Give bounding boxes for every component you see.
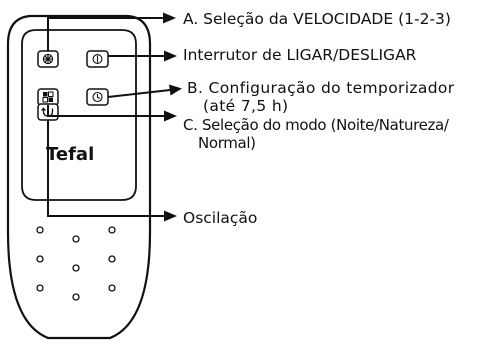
leader-speed (47, 17, 164, 51)
callout-oscillation: Oscilação (183, 209, 258, 227)
dot (108, 284, 116, 292)
dot (108, 255, 116, 263)
callout-power: Interrutor de LIGAR/DESLIGAR (183, 46, 417, 64)
mode-grid-icon (42, 91, 54, 103)
callout-timer-line1: B. Configuração do temporizador (187, 79, 455, 97)
arrowhead-speed (163, 12, 176, 24)
arrowhead-oscillation (164, 210, 177, 222)
callout-mode: C. Seleção do modo (Noite/Natureza/ Norm… (183, 116, 449, 152)
brand-logo: Tefal (46, 144, 94, 165)
callout-timer-line2: (até 7,5 h) (203, 97, 289, 115)
leader-mode (47, 105, 165, 117)
clock-icon (92, 91, 103, 103)
leader-oscillation (47, 120, 165, 217)
arrowhead-power (164, 50, 177, 62)
power-icon (92, 54, 103, 64)
dot (72, 293, 80, 301)
callout-timer: B. Configuração do temporizador (até 7,5… (187, 79, 455, 115)
dot (72, 235, 80, 243)
mode-button[interactable] (37, 88, 59, 106)
dot (72, 264, 80, 272)
dot (36, 226, 44, 234)
dot-pattern (36, 226, 116, 301)
dot (108, 226, 116, 234)
callout-mode-line2: Normal) (198, 134, 256, 152)
dot (36, 284, 44, 292)
speed-button[interactable] (37, 50, 59, 68)
arrowhead-mode (164, 110, 177, 122)
callout-mode-line1: C. Seleção do modo (Noite/Natureza/ (183, 116, 449, 134)
callout-speed: A. Seleção da VELOCIDADE (1-2-3) (183, 10, 451, 28)
leader-lines (47, 12, 182, 222)
timer-button[interactable] (86, 88, 109, 106)
power-button[interactable] (86, 50, 109, 68)
arrowhead-timer (169, 84, 182, 96)
fan-icon (42, 53, 54, 65)
dot (36, 255, 44, 263)
leader-timer (107, 89, 171, 98)
